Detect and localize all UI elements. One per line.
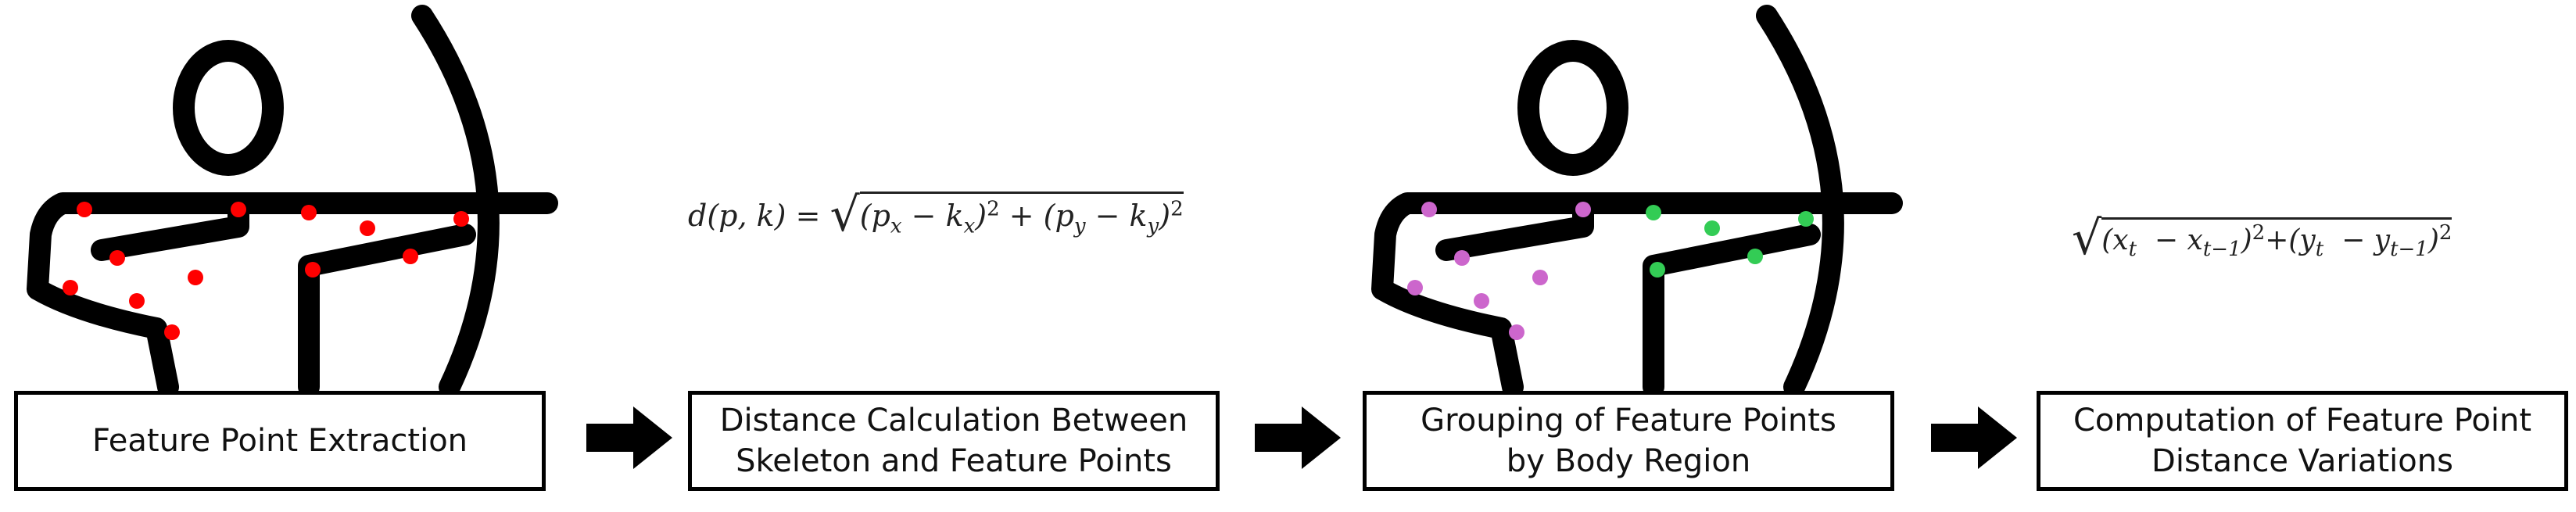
feature-point-left-group: [1407, 280, 1423, 295]
head-icon: [173, 40, 284, 176]
head-icon: [1517, 40, 1628, 176]
archer-figure-extraction: [27, 5, 558, 391]
back-arm-icon: [27, 192, 558, 391]
step-label-line: Feature Point Extraction: [91, 423, 468, 459]
feature-point-left-group: [1454, 250, 1470, 266]
right-arrow-icon: [1255, 406, 1341, 469]
step-distance-calculation: Distance Calculation Between Skeleton an…: [688, 391, 1220, 491]
sqrt-icon: √: [829, 188, 860, 242]
step-feature-point-extraction: Feature Point Extraction: [14, 391, 546, 491]
step-label-line: Skeleton and Feature Points: [736, 443, 1172, 479]
feature-point-right-group: [1646, 205, 1661, 220]
step-distance-variation: Computation of Feature Point Distance Va…: [2037, 391, 2568, 491]
sqrt-icon: √: [2072, 211, 2102, 266]
step-label-line: Distance Variations: [2151, 443, 2453, 479]
feature-point: [63, 280, 78, 295]
distance-formula: d(p, k) = √(px − kx)2 + (py − ky)2: [688, 188, 1184, 242]
feature-point: [231, 202, 246, 217]
grouped-feature-points: [1407, 202, 1814, 340]
step-label-line: by Body Region: [1506, 443, 1751, 479]
step-label-line: Computation of Feature Point: [2073, 403, 2532, 439]
feature-point: [453, 211, 469, 227]
feature-point-left-group: [1575, 202, 1591, 217]
archer-figure-grouping: [1371, 5, 1903, 391]
front-arm-icon: [298, 224, 476, 391]
feature-point-right-group: [1650, 262, 1665, 277]
feature-point-left-group: [1474, 293, 1489, 309]
step-label-line: Grouping of Feature Points: [1421, 403, 1836, 439]
feature-point-right-group: [1704, 220, 1720, 236]
feature-points: [63, 202, 469, 340]
feature-point-left-group: [1509, 324, 1524, 340]
feature-point-right-group: [1747, 249, 1763, 264]
right-arrow-icon: [586, 406, 672, 469]
feature-point: [305, 262, 321, 277]
feature-point: [188, 270, 203, 285]
feature-point-right-group: [1798, 211, 1814, 227]
feature-point: [109, 250, 125, 266]
feature-point: [164, 324, 180, 340]
back-arm-icon: [1371, 192, 1903, 391]
feature-point: [301, 205, 317, 220]
right-arrow-icon: [1931, 406, 2017, 469]
feature-point-left-group: [1421, 202, 1437, 217]
feature-point: [360, 220, 375, 236]
step-label-line: Distance Calculation Between: [719, 403, 1188, 439]
feature-point: [77, 202, 92, 217]
variation-formula: √(xt − xt−1)2+(yt − yt−1)2: [2072, 211, 2452, 266]
feature-point: [403, 249, 418, 264]
feature-point: [129, 293, 145, 309]
feature-point-left-group: [1532, 270, 1548, 285]
step-grouping-by-body-region: Grouping of Feature Points by Body Regio…: [1363, 391, 1894, 491]
front-arm-icon: [1643, 224, 1821, 391]
